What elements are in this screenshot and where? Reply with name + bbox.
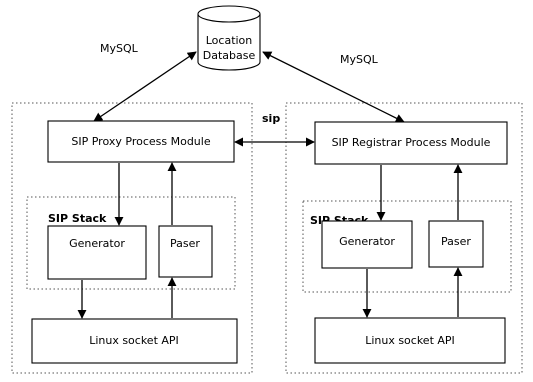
sip-proxy-module-label: SIP Proxy Process Module (71, 135, 210, 148)
left-generator-box (47, 225, 147, 280)
right-parser-label: Paser (441, 235, 471, 248)
right-generator-box (321, 220, 413, 269)
left-generator-label: Generator (69, 237, 125, 250)
sip-registrar-module-label: SIP Registrar Process Module (332, 136, 491, 149)
left-sip-stack-title: SIP Stack (48, 212, 107, 225)
right-sip-stack-region (302, 200, 512, 293)
mysql-right-label: MySQL (340, 53, 379, 66)
location-database: Location Database (197, 5, 261, 71)
database-cylinder-top (197, 5, 261, 23)
mysql-left-connector (93, 51, 197, 122)
left-socket-api-box (31, 318, 238, 364)
left-parser-box (158, 225, 213, 278)
left-sip-stack-region (26, 196, 236, 290)
left-parser-label: Paser (170, 237, 200, 250)
right-socket-api-label: Linux socket API (365, 334, 455, 347)
right-host-region (285, 102, 523, 374)
database-label-line1: Location (206, 34, 253, 47)
database-label-line2: Database (203, 49, 256, 62)
right-parser-box (428, 220, 484, 268)
left-socket-api-label: Linux socket API (89, 334, 179, 347)
sip-registrar-module-box (314, 121, 508, 165)
sip-proxy-module-box (47, 120, 235, 163)
mysql-left-label: MySQL (100, 42, 139, 55)
sip-link-label: sip (262, 112, 280, 125)
right-generator-label: Generator (339, 235, 395, 248)
mysql-right-connector (262, 51, 405, 123)
database-cylinder-body (197, 14, 261, 71)
right-socket-api-box (314, 317, 506, 364)
